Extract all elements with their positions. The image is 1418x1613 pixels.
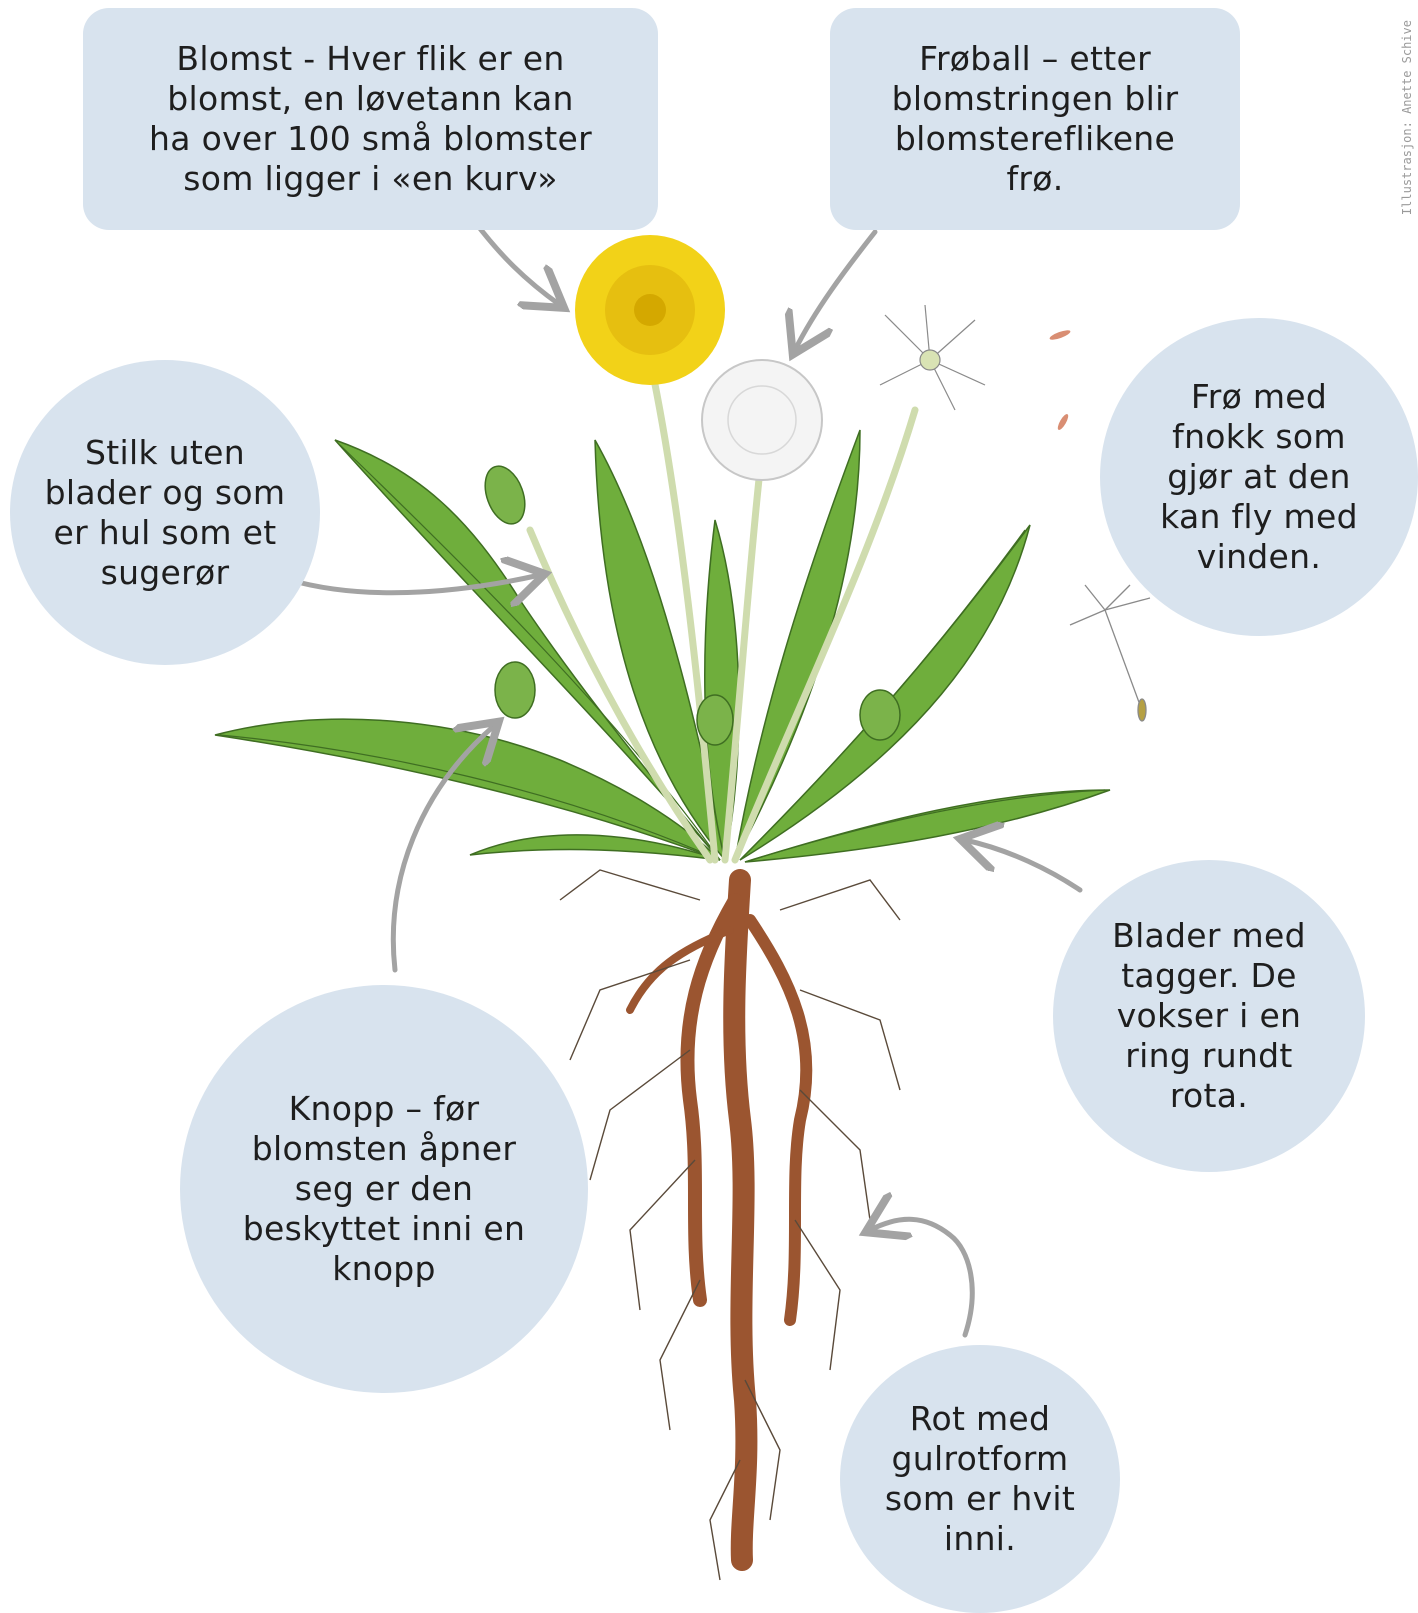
- arrow-seedball: [795, 232, 875, 350]
- arrow-leaves: [965, 840, 1080, 890]
- label-seedball: Frøball – etter blomstringen blir blomst…: [830, 8, 1240, 230]
- label-flower: Blomst - Hver flik er en blomst, en løve…: [83, 8, 658, 230]
- label-leaves: Blader med tagger. De vokser i en ring r…: [1053, 860, 1365, 1172]
- arrow-root: [870, 1219, 972, 1335]
- flower-head: [575, 235, 725, 385]
- label-root: Rot med gulrotform som er hvit inni.: [840, 1345, 1120, 1613]
- arrow-flower: [475, 222, 560, 305]
- dispersing-seed-head: [880, 305, 985, 410]
- flying-seed: [1070, 585, 1150, 721]
- seed-ball: [702, 360, 822, 480]
- leaves: [215, 430, 1110, 862]
- label-stem: Stilk uten blader og som er hul som et s…: [10, 360, 320, 665]
- label-bud: Knopp – før blomsten åpner seg er den be…: [180, 985, 588, 1393]
- illustration-credit: Illustrasjon: Anette Schive: [1400, 20, 1414, 215]
- falling-petals: [1049, 328, 1072, 431]
- taproot: [630, 880, 806, 1560]
- label-seed: Frø med fnokk som gjør at den kan fly me…: [1100, 318, 1418, 636]
